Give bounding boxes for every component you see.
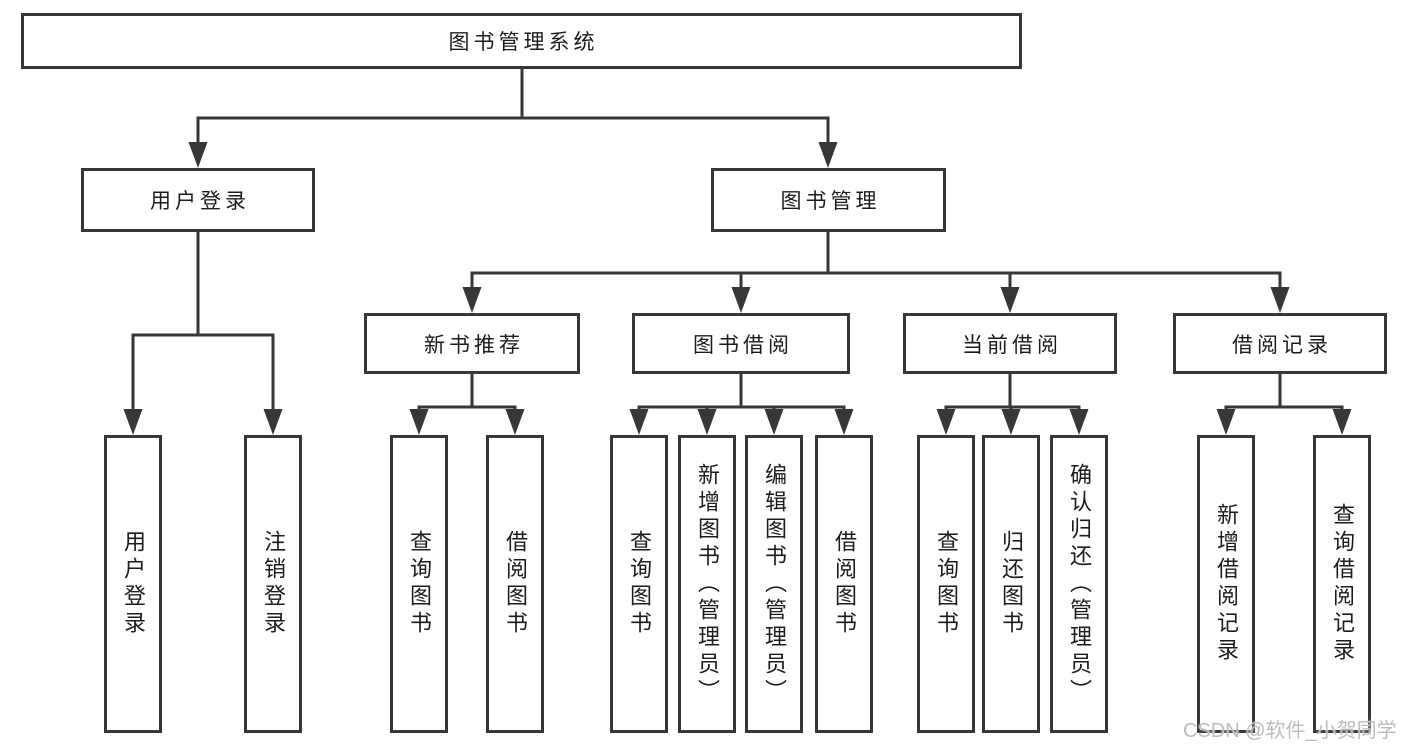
leaf-label: 确认归还（管理员） <box>1067 462 1092 706</box>
leaf-query-books-recommend: 查询图书 <box>390 435 448 733</box>
leaf-user-login: 用户登录 <box>104 435 162 733</box>
leaf-label: 查询借阅记录 <box>1330 503 1355 665</box>
leaf-label: 新增借阅记录 <box>1214 503 1239 665</box>
leaf-query-borrow-record: 查询借阅记录 <box>1313 435 1371 733</box>
leaf-label: 查询图书 <box>934 530 959 638</box>
node-label: 图书管理系统 <box>448 31 599 54</box>
leaf-label: 查询图书 <box>407 530 432 638</box>
node-current-borrowing: 当前借阅 <box>903 313 1117 374</box>
leaf-label: 新增图书（管理员） <box>695 462 720 706</box>
leaf-logout: 注销登录 <box>244 435 302 733</box>
leaf-label: 借阅图书 <box>503 530 528 638</box>
leaf-label: 查询图书 <box>627 530 652 638</box>
leaf-label: 注销登录 <box>261 530 286 638</box>
node-book-management: 图书管理 <box>711 168 946 232</box>
leaf-label: 归还图书 <box>999 530 1024 638</box>
leaf-edit-books-admin: 编辑图书（管理员） <box>745 435 803 733</box>
leaf-borrow-books-recommend: 借阅图书 <box>486 435 544 733</box>
leaf-label: 编辑图书（管理员） <box>762 462 787 706</box>
leaf-borrow-books-borrowing: 借阅图书 <box>815 435 873 733</box>
csdn-watermark: CSDN @软件_小贺同学 <box>1183 720 1397 742</box>
node-book-borrowing: 图书借阅 <box>632 313 850 374</box>
node-new-book-recommend: 新书推荐 <box>364 313 580 374</box>
node-library-management-system: 图书管理系统 <box>21 13 1022 69</box>
leaf-add-books-admin: 新增图书（管理员） <box>678 435 736 733</box>
node-label: 当前借阅 <box>962 333 1062 357</box>
node-label: 新书推荐 <box>424 333 524 357</box>
leaf-return-books: 归还图书 <box>982 435 1040 733</box>
node-label: 借阅记录 <box>1232 333 1332 357</box>
node-label: 图书借阅 <box>693 333 793 357</box>
node-borrowing-records: 借阅记录 <box>1173 313 1387 374</box>
leaf-query-books-borrowing: 查询图书 <box>610 435 668 733</box>
leaf-label: 用户登录 <box>121 530 146 638</box>
node-label: 图书管理 <box>780 190 881 213</box>
leaf-confirm-return-admin: 确认归还（管理员） <box>1050 435 1108 733</box>
leaf-query-books-current: 查询图书 <box>917 435 975 733</box>
node-label: 用户登录 <box>150 190 250 213</box>
leaf-label: 借阅图书 <box>832 530 857 638</box>
leaf-add-borrow-record: 新增借阅记录 <box>1197 435 1255 733</box>
node-user-login: 用户登录 <box>81 168 315 232</box>
